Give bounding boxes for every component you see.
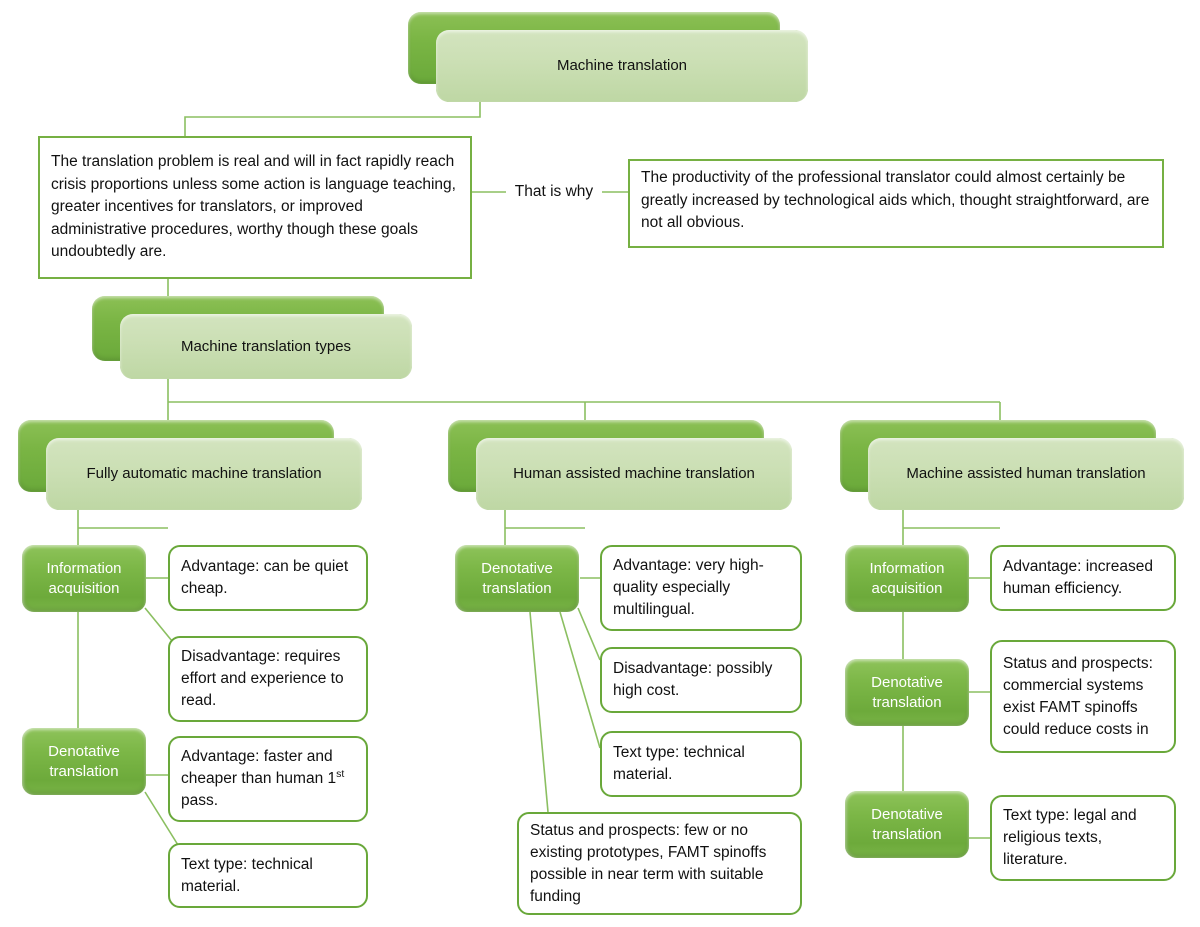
textbox-text-type-ha-denotative[interactable]: Text type: technical material. [600, 731, 802, 797]
textbox-label: Advantage: can be quiet cheap. [181, 558, 349, 597]
caption-label: That is why [514, 183, 594, 200]
textbox-label: Advantage: very high-quality especially … [613, 557, 764, 618]
textbox-label: Disadvantage: requires effort and experi… [181, 648, 344, 709]
node-label: Denotative translation [48, 742, 120, 780]
textbox-text-type-mh-denotative[interactable]: Text type: legal and religious texts, li… [990, 795, 1176, 881]
textbox-label-post: pass. [181, 792, 219, 809]
node-label: Fully automatic machine translation [86, 465, 322, 482]
textbox-advantage-fa-info[interactable]: Advantage: can be quiet cheap. [168, 545, 368, 611]
textbox-label: Text type: technical material. [181, 855, 313, 895]
node-human-assisted-machine-translation[interactable]: Human assisted machine translation [448, 420, 792, 510]
card-face: Machine assisted human translation [868, 438, 1184, 510]
textbox-status-mh-denotative[interactable]: Status and prospects: commercial systems… [990, 640, 1176, 753]
node-label: Denotative translation [871, 805, 943, 843]
textbox-text-type-fa-denotative[interactable]: Text type: technical material. [168, 843, 368, 908]
node-label: Denotative translation [871, 673, 943, 711]
textbox-status-ha-denotative[interactable]: Status and prospects: few or no existing… [517, 812, 802, 915]
card-face: Machine translation [436, 30, 808, 102]
node-label: Information acquisition [46, 559, 122, 597]
textbox-label: The productivity of the professional tra… [641, 169, 1150, 231]
textbox-label: Status and prospects: few or no existing… [530, 822, 767, 905]
node-machine-translation[interactable]: Machine translation [408, 12, 808, 102]
textbox-label: Disadvantage: possibly high cost. [613, 660, 773, 699]
node-fully-automatic-machine-translation[interactable]: Fully automatic machine translation [18, 420, 362, 510]
node-label: Machine translation [556, 57, 688, 74]
node-label: Machine assisted human translation [906, 465, 1146, 482]
ordinal-suffix: st [336, 767, 345, 780]
node-label: Information acquisition [869, 559, 945, 597]
node-information-acquisition-mh[interactable]: Information acquisition [845, 545, 969, 612]
textbox-label: The translation problem is real and will… [51, 153, 456, 261]
node-information-acquisition-fa[interactable]: Information acquisition [22, 545, 146, 612]
node-label: Machine translation types [180, 337, 352, 355]
card-face: Human assisted machine translation [476, 438, 792, 510]
node-label: Denotative translation [481, 559, 553, 597]
textbox-label: Text type: legal and religious texts, li… [1003, 807, 1137, 868]
textbox-label: Text type: technical material. [613, 744, 745, 783]
textbox-disadvantage-ha-denotative[interactable]: Disadvantage: possibly high cost. [600, 647, 802, 713]
textbox-advantage-ha-denotative[interactable]: Advantage: very high-quality especially … [600, 545, 802, 631]
textbox-productivity[interactable]: The productivity of the professional tra… [628, 159, 1164, 248]
textbox-disadvantage-fa-info[interactable]: Disadvantage: requires effort and experi… [168, 636, 368, 722]
textbox-label: Status and prospects: commercial systems… [1003, 654, 1153, 738]
node-denotative-translation-ha[interactable]: Denotative translation [455, 545, 579, 612]
textbox-label: Advantage: increased human efficiency. [1003, 558, 1153, 597]
textbox-label: Advantage: faster and cheaper than human… [181, 746, 355, 812]
textbox-advantage-fa-denotative[interactable]: Advantage: faster and cheaper than human… [168, 736, 368, 822]
node-machine-assisted-human-translation[interactable]: Machine assisted human translation [840, 420, 1184, 510]
node-denotative-translation-fa[interactable]: Denotative translation [22, 728, 146, 795]
textbox-label-pre: Advantage: faster and cheaper than human… [181, 748, 337, 787]
card-face: Machine translation types [120, 314, 412, 379]
textbox-translation-problem[interactable]: The translation problem is real and will… [38, 136, 472, 279]
card-face: Fully automatic machine translation [46, 438, 362, 510]
node-denotative-translation-mh-2[interactable]: Denotative translation [845, 791, 969, 858]
node-machine-translation-types[interactable]: Machine translation types [92, 296, 412, 379]
connector-caption-that-is-why: That is why [506, 180, 602, 204]
node-label: Human assisted machine translation [513, 465, 755, 482]
node-denotative-translation-mh-1[interactable]: Denotative translation [845, 659, 969, 726]
textbox-advantage-mh-info[interactable]: Advantage: increased human efficiency. [990, 545, 1176, 611]
